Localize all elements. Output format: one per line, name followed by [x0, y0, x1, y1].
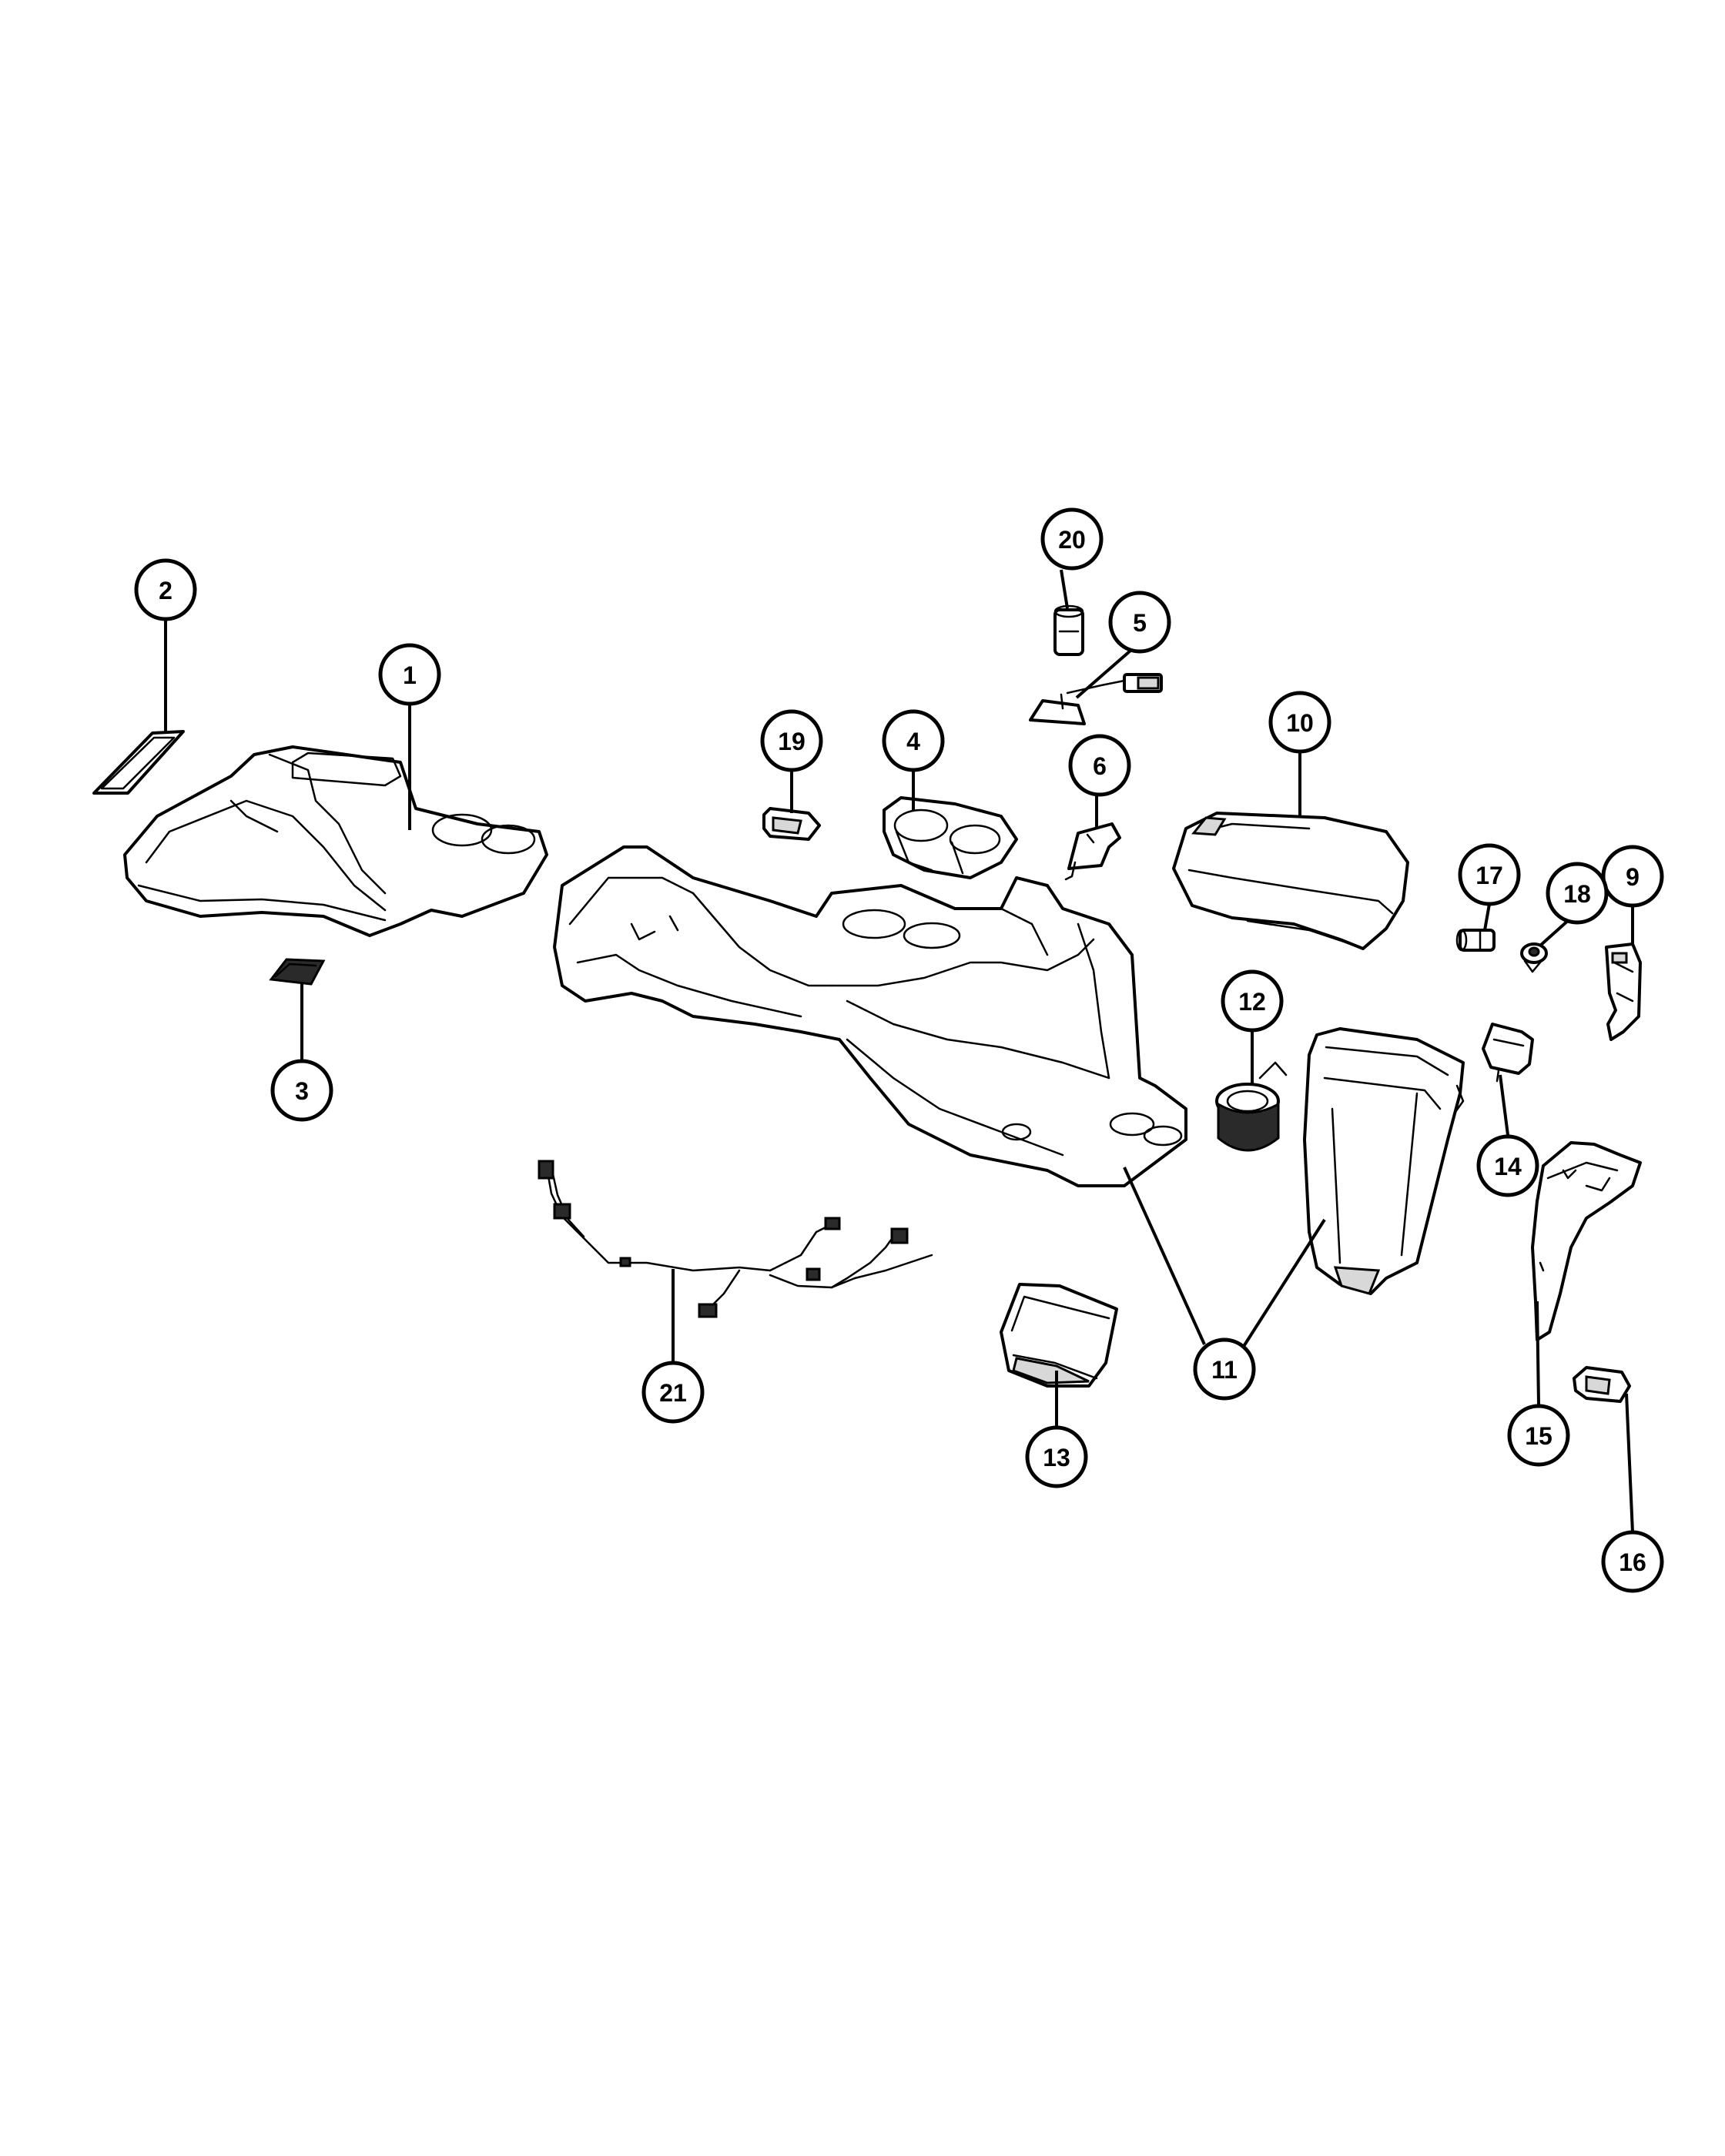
- callout-label: 2: [159, 577, 172, 604]
- callout-label: 16: [1619, 1548, 1646, 1576]
- callout-14: 14: [1476, 1134, 1539, 1197]
- callout-label: 10: [1286, 709, 1314, 737]
- callout-4: 4: [882, 709, 945, 772]
- part-16-outlet: [1573, 1366, 1631, 1403]
- callout-6: 6: [1068, 734, 1131, 797]
- callout-1: 1: [378, 643, 441, 706]
- callout-label: 11: [1211, 1356, 1238, 1384]
- leader-lines: [164, 569, 1634, 1533]
- callout-label: 20: [1058, 526, 1086, 554]
- callout-label: 6: [1093, 752, 1107, 780]
- part-20-socket: [1053, 604, 1084, 656]
- callout-16: 16: [1601, 1530, 1664, 1593]
- part-9-latch: [1605, 942, 1642, 1041]
- part-13-bin-insert: [1000, 1283, 1118, 1388]
- part-15-side-trim-panel: [1531, 1141, 1642, 1341]
- callout-9: 9: [1601, 845, 1664, 908]
- part-10-armrest-lid: [1172, 812, 1409, 950]
- callout-2: 2: [134, 558, 197, 621]
- callout-label: 19: [778, 728, 806, 755]
- callout-label: 3: [295, 1077, 309, 1105]
- part-11-main-console-body: [553, 845, 1187, 1187]
- callout-label: 21: [659, 1379, 687, 1407]
- callout-5: 5: [1108, 591, 1171, 654]
- callout-label: 17: [1475, 862, 1503, 889]
- callout-label: 14: [1494, 1153, 1522, 1180]
- callout-17: 17: [1458, 843, 1521, 906]
- callout-label: 12: [1238, 988, 1266, 1016]
- callout-label: 5: [1133, 609, 1147, 637]
- callout-15: 15: [1507, 1404, 1570, 1467]
- callout-21: 21: [641, 1361, 705, 1424]
- callout-13: 13: [1025, 1425, 1088, 1488]
- part-2-bezel-strip: [92, 730, 185, 795]
- part-14-bracket: [1482, 1023, 1534, 1083]
- callout-10: 10: [1268, 691, 1331, 754]
- callout-label: 4: [906, 728, 920, 755]
- callout-label: 13: [1043, 1444, 1070, 1471]
- part-4-cup-holder-insert: [883, 796, 1018, 879]
- part-6-bracket: [1064, 822, 1121, 881]
- callout-label: 9: [1626, 863, 1640, 891]
- part-3-clip: [269, 958, 326, 986]
- part-18-knob: [1520, 942, 1548, 973]
- callout-11: 11: [1193, 1337, 1256, 1401]
- callout-label: 15: [1525, 1422, 1552, 1450]
- part-21-wiring-harness: [538, 1160, 933, 1318]
- callout-label: 1: [403, 661, 417, 689]
- callout-label: 18: [1563, 880, 1591, 908]
- part-12-rear-cup-holder: [1215, 1061, 1288, 1152]
- callout-12: 12: [1221, 969, 1284, 1033]
- callout-3: 3: [270, 1059, 333, 1122]
- part-17-cylinder: [1455, 929, 1496, 952]
- part-11-rear-bin: [1303, 1027, 1465, 1295]
- callout-19: 19: [760, 709, 823, 772]
- callout-20: 20: [1040, 507, 1104, 571]
- part-19-switch: [762, 807, 821, 841]
- part-1-front-console-trim: [123, 745, 548, 937]
- part-5-power-outlet: [1029, 673, 1163, 725]
- callout-18: 18: [1546, 862, 1609, 925]
